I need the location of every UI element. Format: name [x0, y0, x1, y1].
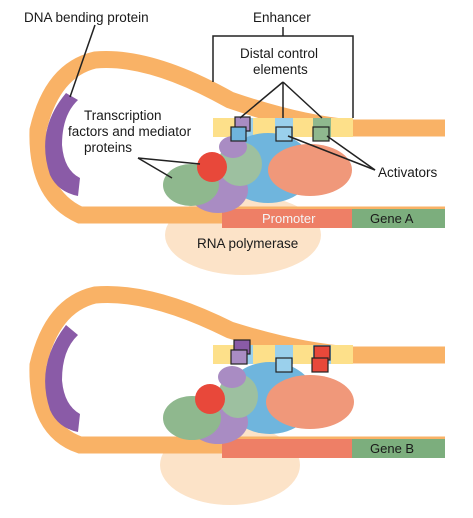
panel-gene-b: Gene B	[29, 285, 445, 505]
panel-gene-a: DNA bending protein Enhancer Distal cont…	[24, 10, 445, 275]
label-gene-a: Gene A	[370, 211, 414, 226]
pointer-line	[326, 135, 376, 171]
mediator-red	[195, 384, 225, 414]
activator-green	[312, 126, 330, 142]
pointer-line	[287, 135, 376, 171]
activator-blue-2	[275, 126, 293, 142]
dna-strand-bottom	[29, 285, 445, 454]
enhancer-segment	[213, 345, 235, 364]
label-dna-bending-protein: DNA bending protein	[24, 10, 149, 25]
activator-blue	[275, 357, 293, 373]
enhancer-segment	[253, 118, 275, 137]
enhancer-segment	[293, 345, 313, 364]
gene-b-bar	[352, 439, 445, 458]
activator-orange	[268, 144, 352, 196]
label-distal-control-2: elements	[253, 62, 308, 77]
label-transcription-factors-2: factors and mediator	[68, 124, 192, 139]
promoter-bar-bottom	[222, 439, 352, 458]
pointer-line	[282, 81, 323, 119]
label-transcription-factors-1: Transcription	[84, 108, 162, 123]
enhancer-segment	[253, 345, 275, 364]
label-activators: Activators	[378, 165, 438, 180]
enhancer-segment	[331, 345, 353, 364]
enhancer-segment	[213, 118, 235, 137]
pointer-line	[69, 24, 96, 98]
activator-red-2	[311, 357, 329, 373]
label-enhancer: Enhancer	[253, 10, 311, 25]
dna-bending-protein-top	[45, 93, 80, 196]
label-distal-control-1: Distal control	[240, 46, 318, 61]
dna-strand-top	[29, 51, 445, 224]
pointer-line	[239, 81, 284, 119]
mediator-red	[197, 152, 227, 182]
activator-orange	[266, 375, 354, 429]
pointer-line	[137, 157, 201, 165]
label-transcription-factors-3: proteins	[84, 140, 132, 155]
enhancer-segment	[293, 118, 313, 137]
gene-a-bar	[352, 209, 445, 228]
promoter-bar	[222, 209, 352, 228]
pointer-line	[137, 157, 173, 179]
label-rna-polymerase: RNA polymerase	[197, 236, 298, 251]
label-gene-b: Gene B	[370, 441, 414, 456]
label-promoter: Promoter	[262, 211, 316, 226]
enhancer-segment	[331, 118, 353, 137]
activator-blue	[230, 126, 247, 142]
dna-bending-protein-bottom	[45, 325, 80, 432]
activator-purple-2	[230, 349, 248, 365]
mediator-purple-small	[218, 366, 246, 388]
